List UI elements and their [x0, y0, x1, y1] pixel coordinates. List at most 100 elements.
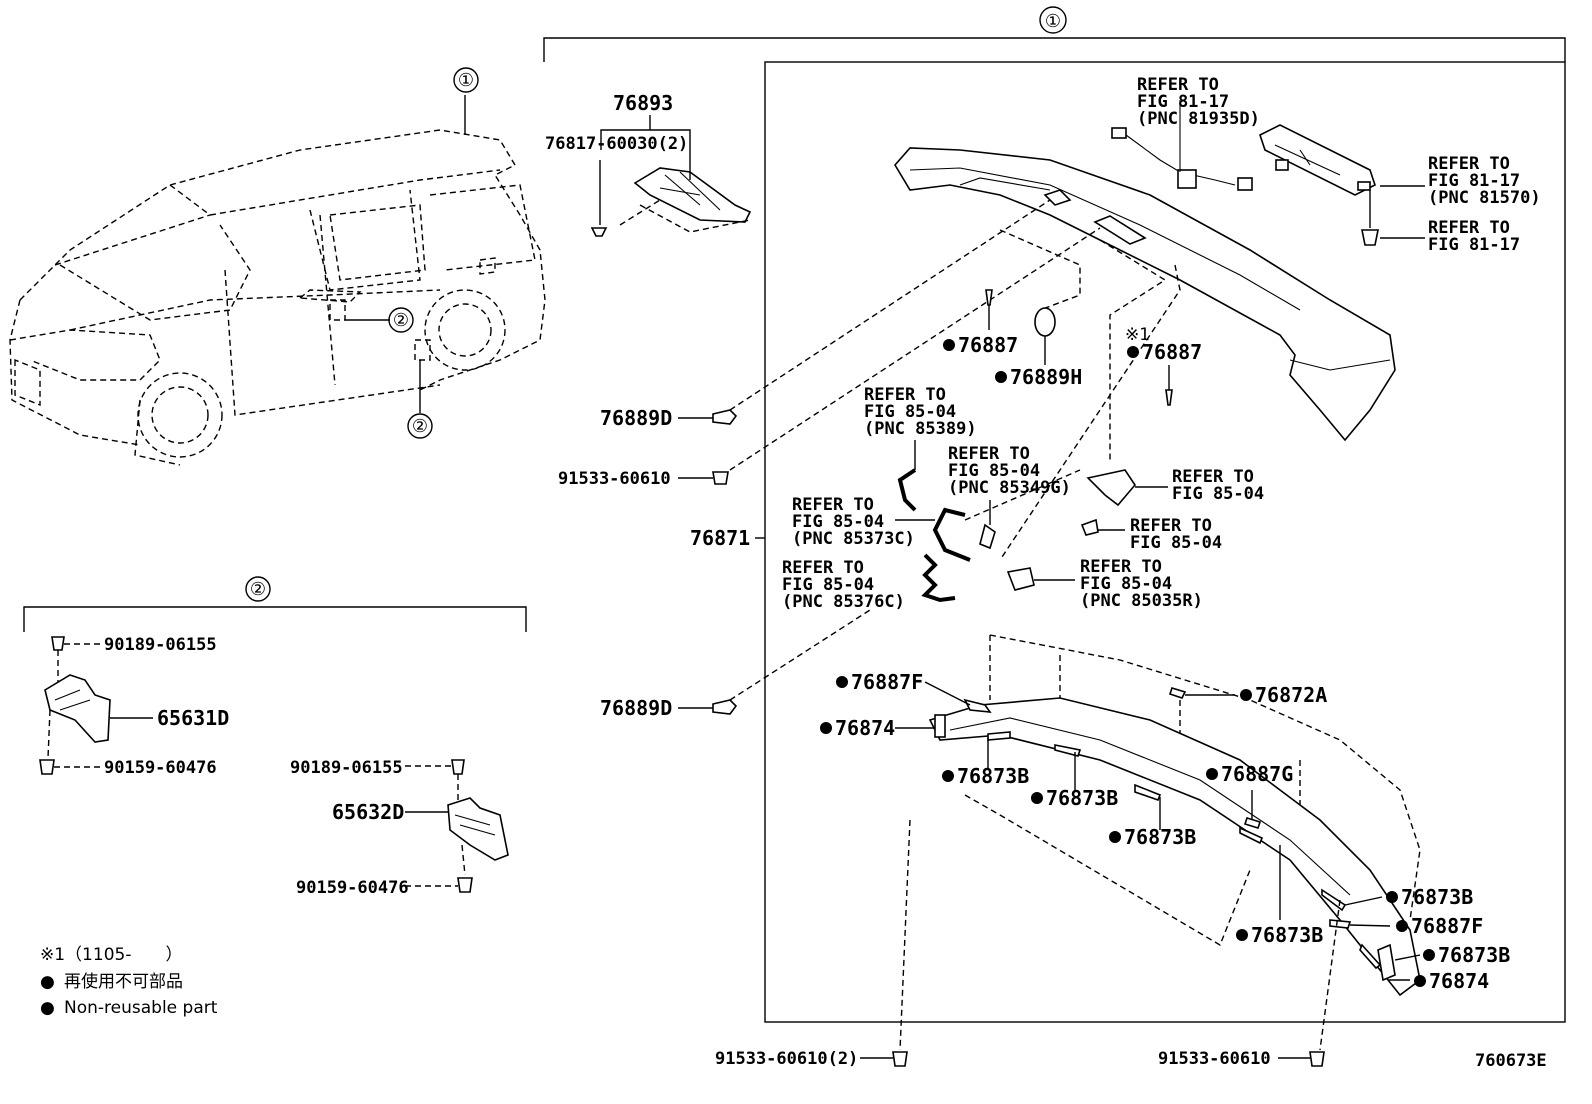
mudguard-65631d — [39, 636, 153, 775]
bottom-leader-lines — [895, 681, 1421, 1051]
svg-text:76873B: 76873B — [1251, 923, 1323, 947]
group-two-bracket: ② — [23, 576, 527, 632]
group-marker-one-vehicle: ① — [453, 67, 479, 93]
svg-text:76874: 76874 — [1429, 969, 1489, 993]
clip-76887-b — [1165, 365, 1173, 406]
refer-81935d: REFER TO FIG 81-17 (PNC 81935D) — [1137, 75, 1260, 129]
refer-85-04-a: REFER TO FIG 85-04 — [1172, 467, 1264, 504]
label-76887-b-group: 76887 — [1127, 340, 1202, 364]
svg-text:REFER TO: REFER TO — [1080, 557, 1162, 577]
svg-text:FIG 85-04: FIG 85-04 — [782, 575, 874, 595]
refer-85389: REFER TO FIG 85-04 (PNC 85389) — [864, 385, 977, 439]
label-90159-60476-b: 90159-60476 — [296, 878, 409, 898]
svg-text:(PNC 81570): (PNC 81570) — [1428, 188, 1541, 208]
screw-91533-bottom-left — [860, 1051, 908, 1067]
part-76893-bracket — [590, 115, 752, 237]
label-76874-left-group: 76874 — [820, 716, 895, 740]
svg-text:FIG 85-04: FIG 85-04 — [792, 512, 884, 532]
svg-text:REFER TO: REFER TO — [1172, 467, 1254, 487]
label-76873b-6-group: 76873B — [1423, 943, 1510, 967]
label-91533-60610-bottom-right: 91533-60610 — [1158, 1049, 1271, 1069]
svg-text:FIG 85-04: FIG 85-04 — [1080, 574, 1172, 594]
washer-coil-85376c — [921, 553, 956, 603]
high-mount-stop-lamp-81570 — [1259, 124, 1425, 246]
svg-text:76887F: 76887F — [851, 670, 923, 694]
label-65632d: 65632D — [332, 800, 404, 824]
svg-text:②: ② — [412, 416, 428, 437]
label-76887f-right-group: 76887F — [1396, 914, 1483, 938]
svg-text:REFER TO: REFER TO — [1428, 218, 1510, 238]
svg-text:FIG 85-04: FIG 85-04 — [948, 461, 1040, 481]
svg-text:76873B: 76873B — [1046, 786, 1118, 810]
screw-8504-b — [1080, 518, 1125, 536]
svg-text:76889H: 76889H — [1010, 365, 1082, 389]
svg-text:(PNC 85349G): (PNC 85349G) — [948, 478, 1071, 498]
legend: ※1（1105- ） ● 再使用不可部品 ● Non-reusable part — [40, 945, 218, 1018]
svg-text:76873B: 76873B — [1124, 825, 1196, 849]
label-76873b-3-group: 76873B — [1109, 825, 1196, 849]
svg-text:76872A: 76872A — [1255, 683, 1327, 707]
label-76889d-bottom: 76889D — [600, 696, 672, 720]
refer-85373c: REFER TO FIG 85-04 (PNC 85373C) — [792, 495, 915, 549]
legend-en-text: Non-reusable part — [64, 998, 218, 1018]
svg-text:REFER TO: REFER TO — [792, 495, 874, 515]
label-76817-60030: 76817-60030(2) — [545, 134, 688, 154]
group-marker-two-door: ② — [345, 307, 414, 333]
svg-text:76887: 76887 — [1142, 340, 1202, 364]
svg-text:76873B: 76873B — [1438, 943, 1510, 967]
svg-text:FIG 85-04: FIG 85-04 — [864, 402, 956, 422]
screw-91533-bottom-right — [1278, 1051, 1325, 1067]
svg-text:REFER TO: REFER TO — [1137, 75, 1219, 95]
svg-text:FIG 85-04: FIG 85-04 — [1172, 484, 1264, 504]
rear-spoiler-body — [894, 147, 1396, 442]
refer-85-04-b: REFER TO FIG 85-04 — [1130, 516, 1222, 553]
label-76873b-4-group: 76873B — [1386, 885, 1473, 909]
svg-text:(PNC 85389): (PNC 85389) — [864, 419, 977, 439]
refer-85035r: REFER TO FIG 85-04 (PNC 85035R) — [1080, 557, 1203, 611]
group-one-bracket: ① — [543, 6, 1566, 62]
legend-bullet-en: ● — [40, 998, 55, 1018]
svg-text:FIG 81-17: FIG 81-17 — [1428, 235, 1520, 255]
svg-text:FIG 81-17: FIG 81-17 — [1137, 92, 1229, 112]
svg-text:FIG 85-04: FIG 85-04 — [1130, 533, 1222, 553]
assembly-guide-lines — [729, 199, 1181, 701]
clip-76887-a — [985, 289, 993, 330]
washer-check-valve-85035r — [1006, 567, 1075, 591]
label-76893: 76893 — [613, 91, 673, 115]
svg-text:①: ① — [1045, 11, 1061, 32]
svg-text:②: ② — [393, 310, 409, 331]
mudguard-65632d — [405, 759, 509, 893]
svg-text:76874: 76874 — [835, 716, 895, 740]
svg-text:(PNC 85376C): (PNC 85376C) — [782, 592, 905, 612]
svg-text:76887G: 76887G — [1221, 762, 1293, 786]
label-90159-60476-a: 90159-60476 — [104, 758, 217, 778]
label-76873b-5-group: 76873B — [1236, 923, 1323, 947]
label-76887f-top-group: 76887F — [836, 670, 923, 694]
label-76872a-group: 76872A — [1240, 683, 1327, 707]
washer-hose-85373c — [895, 507, 971, 562]
note-ref-mark: ※1 — [1125, 325, 1150, 345]
svg-text:76873B: 76873B — [1401, 885, 1473, 909]
label-76887-a-group: 76887 — [943, 333, 1018, 357]
svg-text:(PNC 81935D): (PNC 81935D) — [1137, 109, 1260, 129]
vehicle-illustration — [9, 95, 546, 466]
washer-nozzle-85349g — [979, 500, 996, 550]
label-90189-06155-a: 90189-06155 — [104, 635, 217, 655]
svg-text:76887: 76887 — [958, 333, 1018, 357]
clip-76889d-bottom — [678, 699, 738, 715]
legend-bullet-jp: ● — [40, 972, 55, 992]
group-marker-two-step: ② — [407, 360, 433, 439]
refer-81-17: REFER TO FIG 81-17 — [1428, 218, 1520, 255]
spoiler-seal-assembly — [928, 634, 1421, 997]
label-76874-right-group: 76874 — [1414, 969, 1489, 993]
label-76873b-2-group: 76873B — [1031, 786, 1118, 810]
harness-81935d — [1111, 100, 1253, 191]
refer-85349g: REFER TO FIG 85-04 (PNC 85349G) — [948, 444, 1071, 498]
washer-hose-85389 — [897, 440, 917, 512]
svg-text:①: ① — [458, 70, 474, 91]
svg-text:76873B: 76873B — [957, 764, 1029, 788]
svg-text:REFER TO: REFER TO — [782, 558, 864, 578]
screw-91533-left — [678, 471, 729, 485]
